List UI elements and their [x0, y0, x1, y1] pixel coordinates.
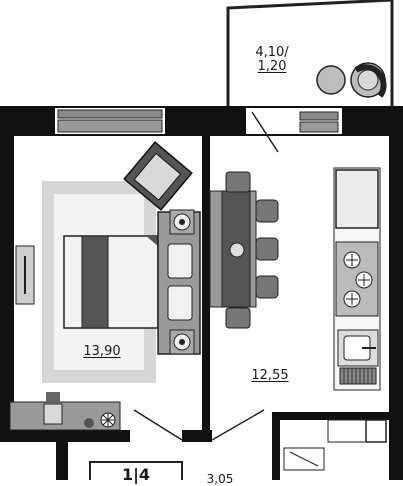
bedroom-door [133, 409, 183, 441]
window-bedroom [55, 108, 165, 134]
kitchen-door [211, 409, 265, 441]
sink-icon [337, 329, 379, 385]
radiator-icon [15, 245, 35, 305]
bottom-area-label: 3,05 [206, 472, 234, 486]
unit-label-box [89, 461, 183, 480]
dining-table-icon [209, 171, 279, 329]
window-kitchen [296, 108, 342, 134]
balcony-area-label: 4,10/ 1,20 [240, 46, 304, 74]
stove-icon [343, 251, 373, 308]
bathroom-partial [283, 419, 387, 471]
balcony-area-line2: 1,20 [257, 59, 287, 74]
nightstand-lamp-icon [169, 209, 195, 355]
bedroom-area-label: 13,90 [83, 344, 121, 359]
armchair-icon [123, 141, 193, 211]
balcony-area-line1: 4,10/ [255, 45, 289, 60]
balcony-chair-icon [316, 62, 387, 98]
balcony-door [246, 108, 300, 153]
unit-label: 1|4 [121, 465, 151, 484]
kitchen-area-label: 12,55 [251, 368, 289, 383]
balcony [226, 0, 394, 106]
plant-icon [100, 412, 116, 428]
